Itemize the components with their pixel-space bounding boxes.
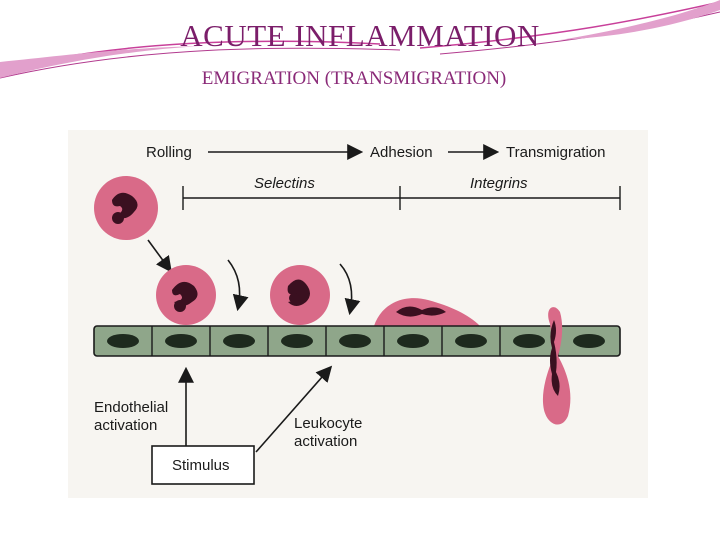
arrow-approach (147, 239, 172, 273)
arrow-roll-2 (339, 263, 361, 316)
step-adhesion: Adhesion (370, 144, 433, 161)
header-decoration (0, 0, 720, 79)
arrow-leukocyte-activation (255, 365, 333, 453)
step-rolling: Rolling (146, 144, 192, 161)
swoosh-right-3 (560, 0, 720, 40)
leukocyte-free (94, 176, 158, 240)
slide-subtitle: EMIGRATION (TRANSMIGRATION) (201, 68, 507, 89)
arrow-roll-1 (227, 259, 249, 312)
swoosh-left-3 (0, 46, 200, 78)
leukocyte-rolling-1 (156, 265, 216, 325)
label-integrins: Integrins (470, 175, 528, 192)
diagram-svg: Rolling Adhesion Transmigration Selectin… (93, 144, 621, 485)
swoosh-left-2 (0, 47, 401, 79)
leukocyte-transmigrating (542, 307, 571, 425)
emigration-diagram: Rolling Adhesion Transmigration Selectin… (68, 130, 648, 498)
label-stimulus: Stimulus (172, 457, 230, 474)
step-transmigration: Transmigration (506, 144, 605, 161)
slide-title: ACUTE INFLAMMATION (180, 18, 540, 53)
label-leukocyte-activation: activation (294, 433, 357, 450)
label-leukocyte: Leukocyte (294, 415, 362, 432)
label-selectins: Selectins (254, 175, 315, 192)
label-endothelial-activation: activation (94, 417, 157, 434)
label-endothelial: Endothelial (94, 399, 168, 416)
stimulus-box (151, 445, 255, 485)
endothelium (93, 325, 621, 357)
leukocyte-rolling-2 (270, 265, 330, 325)
leukocyte-adherent (374, 298, 480, 326)
swoosh-right (419, 1, 720, 49)
